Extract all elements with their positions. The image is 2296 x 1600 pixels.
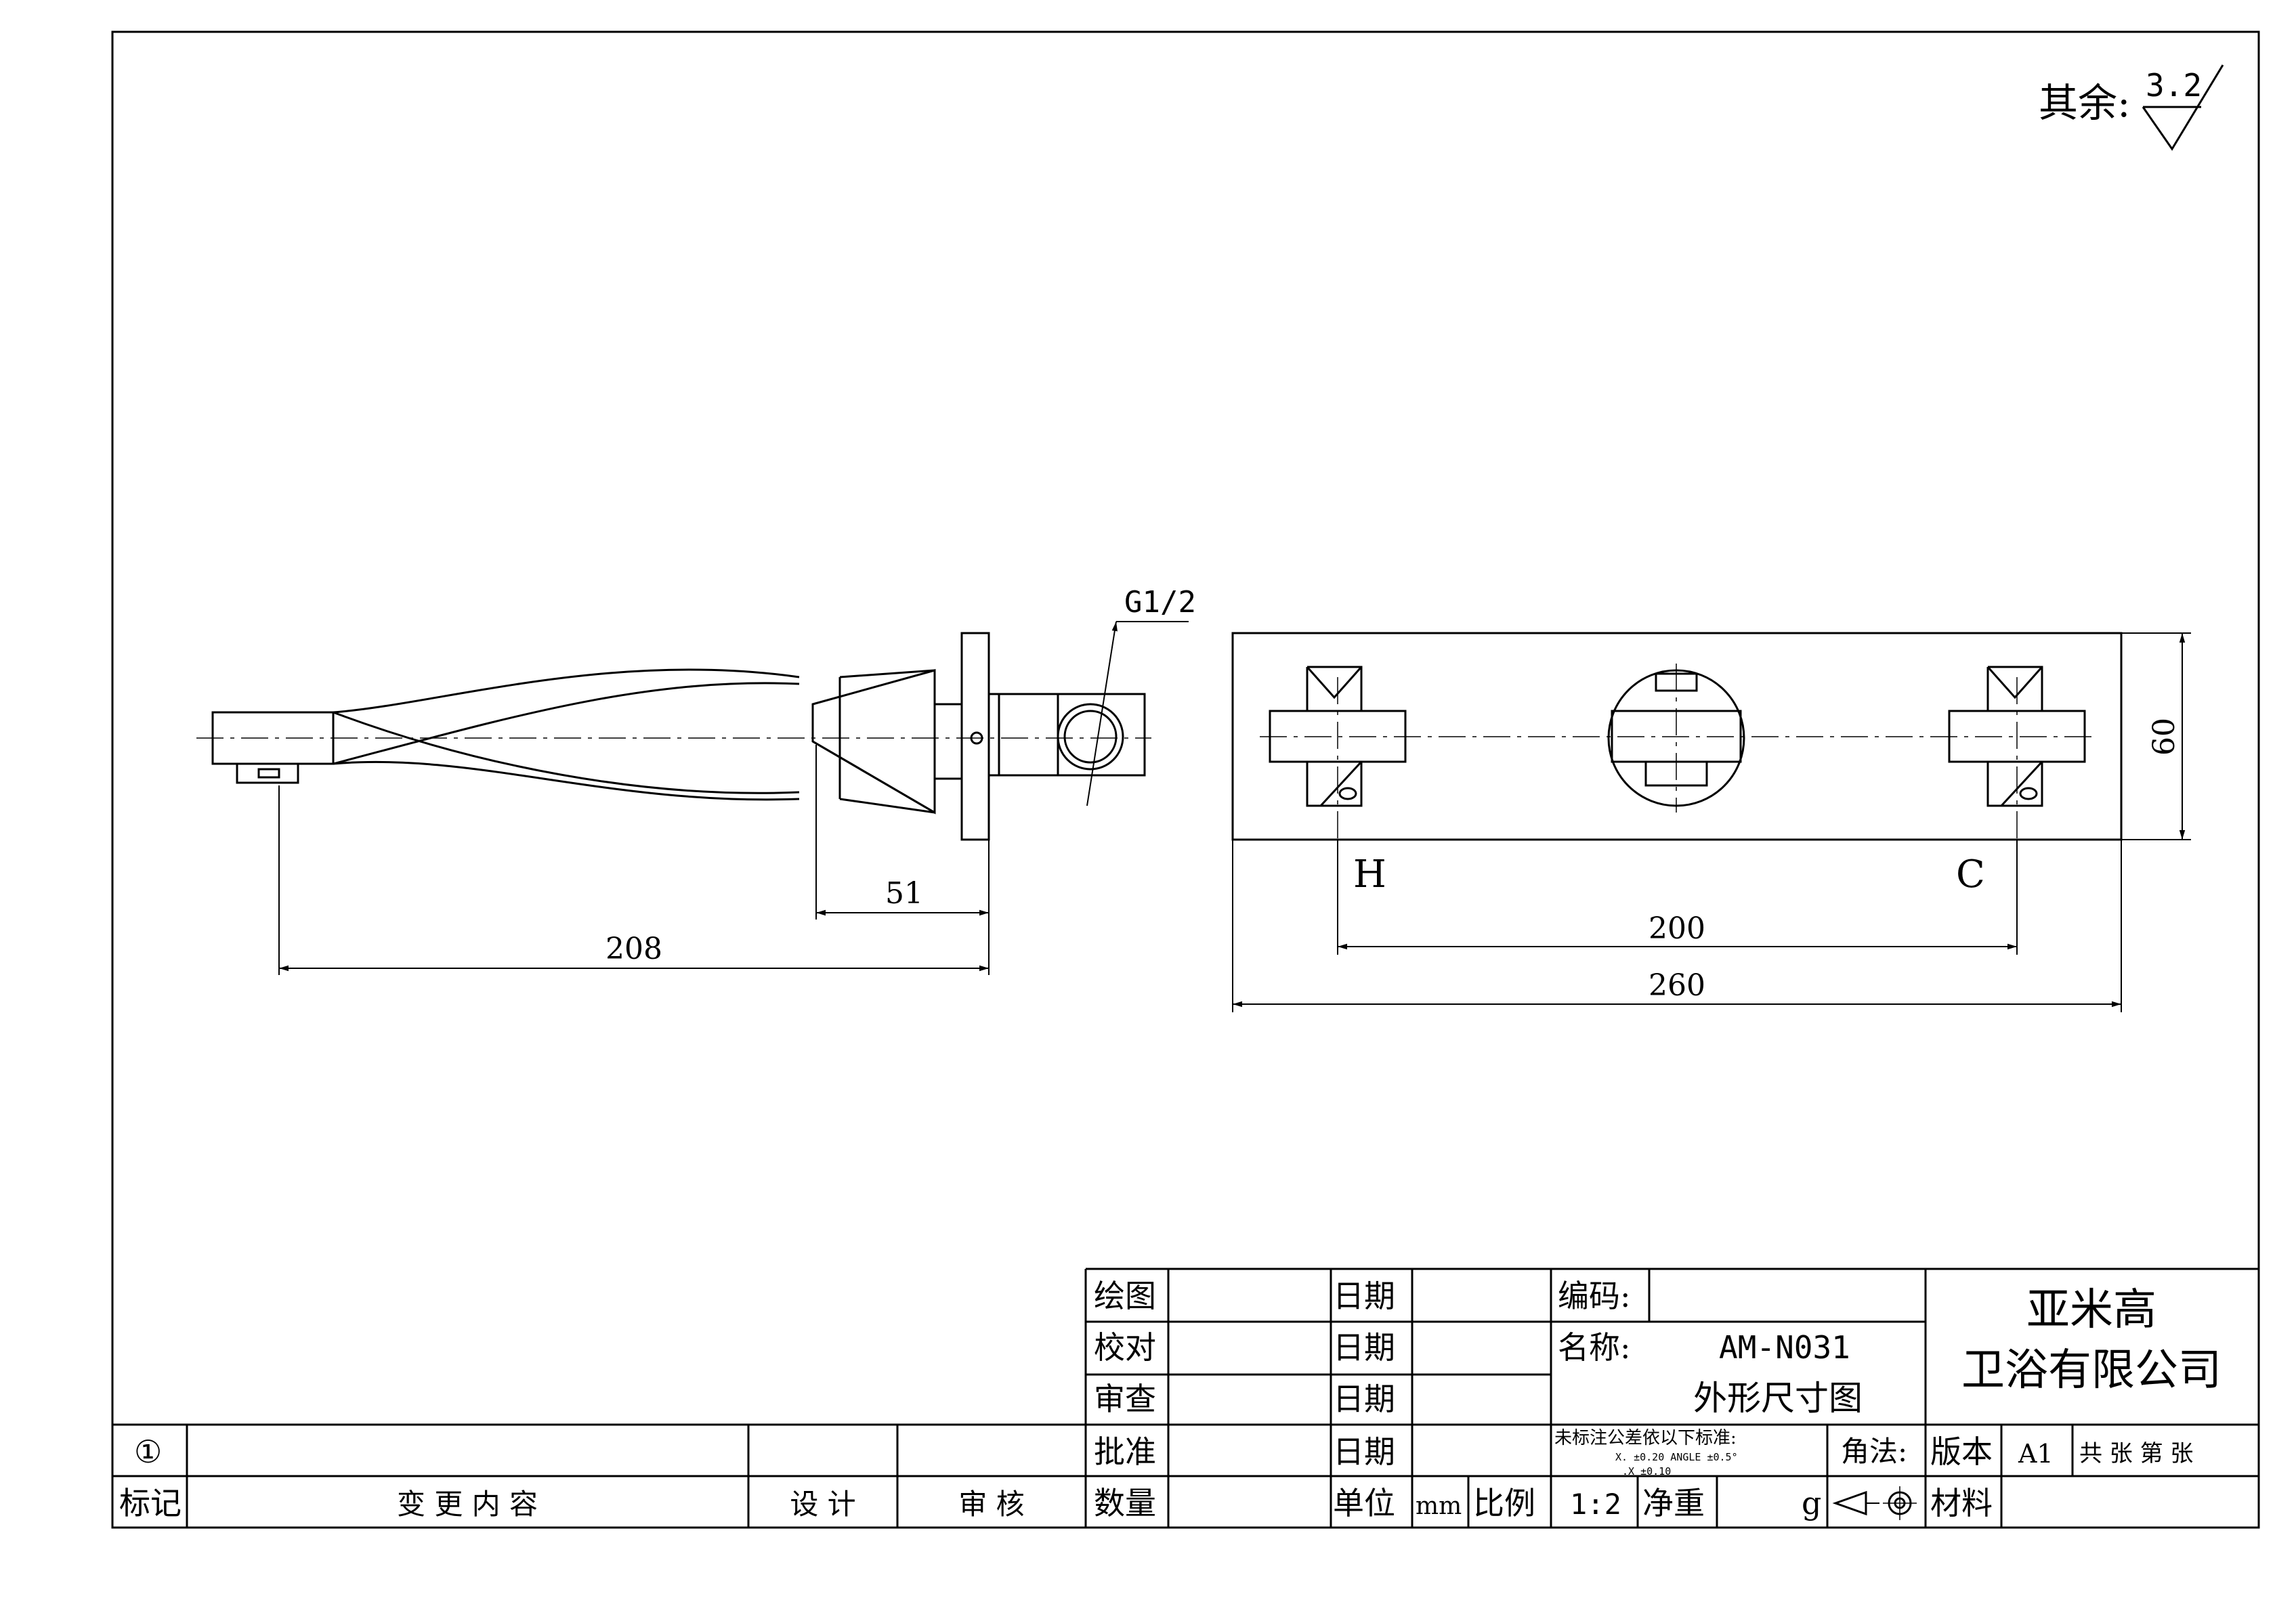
svg-text:.X ±0.10: .X ±0.10	[1622, 1465, 1671, 1477]
front-view	[1231, 632, 2123, 841]
svg-text:净重: 净重	[1642, 1485, 1705, 1521]
svg-text:版本: 版本	[1930, 1433, 1993, 1470]
surface-finish-note: 其余: 3.2	[2039, 64, 2224, 151]
svg-text:校对: 校对	[1094, 1329, 1156, 1366]
svg-text:AM-N031: AM-N031	[1719, 1329, 1850, 1366]
title-block	[112, 1268, 2259, 1528]
svg-text:卫浴有限公司: 卫浴有限公司	[1961, 1345, 2221, 1396]
svg-text:角法:: 角法:	[1841, 1435, 1907, 1468]
front-view-dimensions	[1232, 632, 2191, 1012]
svg-text:日期: 日期	[1333, 1329, 1395, 1366]
svg-text:绘图: 绘图	[1094, 1278, 1156, 1314]
svg-text:X. ±0.20 ANGLE ±0.5°: X. ±0.20 ANGLE ±0.5°	[1615, 1451, 1738, 1463]
svg-text:材料: 材料	[1930, 1485, 1993, 1521]
svg-text:名称:: 名称:	[1558, 1329, 1631, 1366]
dim-height: 60	[2147, 718, 2182, 756]
svg-text:标记: 标记	[119, 1485, 182, 1521]
dim-overall: 208	[605, 932, 662, 966]
title-block-text: 绘图 校对 审查 批准 数量 日期 日期 日期 日期 单位 mm 比例 1:2 …	[119, 1278, 2221, 1521]
svg-text:亚米高: 亚米高	[2026, 1285, 2156, 1335]
svg-text:审查: 审查	[1094, 1381, 1156, 1417]
hot-label: H	[1353, 852, 1386, 896]
svg-text:单位: 单位	[1333, 1485, 1395, 1521]
side-view	[196, 621, 1189, 841]
svg-text:共 张 第 张: 共 张 第 张	[2079, 1440, 2193, 1467]
svg-text:批准: 批准	[1094, 1433, 1156, 1470]
svg-text:数量: 数量	[1094, 1485, 1156, 1521]
svg-text:未标注公差依以下标准:: 未标注公差依以下标准:	[1554, 1428, 1737, 1448]
dim-width: 260	[1649, 968, 1705, 1003]
svg-text:g: g	[1802, 1485, 1821, 1521]
dim-center: 200	[1649, 911, 1705, 946]
svg-text:编码:: 编码:	[1558, 1278, 1631, 1314]
svg-text:日期: 日期	[1333, 1381, 1395, 1417]
svg-text:设 计: 设 计	[790, 1488, 855, 1521]
cold-label: C	[1956, 852, 1985, 896]
svg-text:1:2: 1:2	[1570, 1488, 1621, 1521]
svg-text:比例: 比例	[1473, 1485, 1535, 1521]
svg-text:日期: 日期	[1333, 1433, 1395, 1470]
svg-text:①: ①	[134, 1433, 162, 1470]
svg-text:3.2: 3.2	[2146, 67, 2202, 104]
svg-text:日期: 日期	[1333, 1278, 1395, 1314]
side-view-dimensions	[278, 745, 990, 975]
svg-text:外形尺寸图: 外形尺寸图	[1693, 1379, 1863, 1418]
dim-depth: 51	[885, 876, 923, 911]
svg-text:审 核: 审 核	[958, 1488, 1024, 1521]
sheet-border	[111, 30, 2260, 1529]
svg-text:A1: A1	[2018, 1439, 2054, 1469]
thread-label: G1/2	[1124, 585, 1196, 620]
svg-text:mm: mm	[1416, 1492, 1462, 1520]
svg-text:其余:: 其余:	[2039, 80, 2131, 126]
svg-text:变 更 内 容: 变 更 内 容	[397, 1488, 538, 1521]
